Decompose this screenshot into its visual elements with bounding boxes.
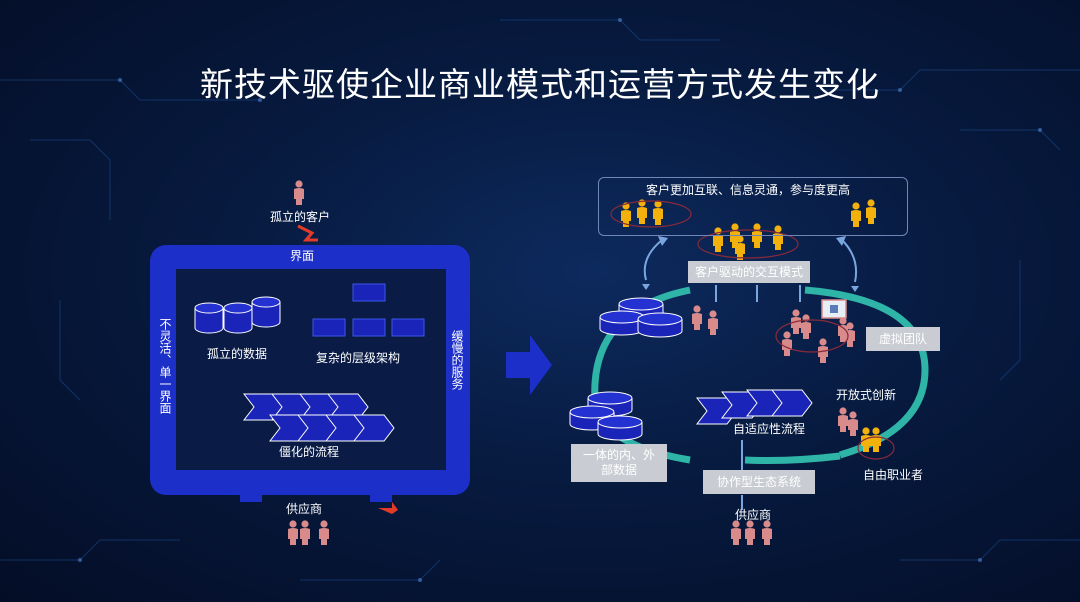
interface-label: 界面: [290, 247, 314, 264]
supplier-label-left: 供应商: [286, 500, 322, 517]
adaptive-process-label: 自适应性流程: [733, 420, 805, 437]
integrated-database-icons: [570, 298, 682, 440]
inflexible-interface-label: 不灵活、单一界面: [157, 318, 174, 414]
adaptive-process-chevrons-icon: [697, 390, 812, 424]
virtual-team-box: 虚拟团队: [866, 327, 940, 351]
supplier-label-right: 供应商: [735, 506, 771, 523]
open-innovation-label: 开放式创新: [836, 386, 896, 403]
rigid-process-label: 僵化的流程: [279, 443, 339, 460]
freelancer-label: 自由职业者: [863, 466, 923, 483]
connector-icon-bottom: [378, 502, 398, 514]
isolated-data-label: 孤立的数据: [207, 345, 267, 362]
isolated-customer-label: 孤立的客户: [270, 208, 330, 225]
connected-customers-label: 客户更加互联、信息灵通，参与度更高: [646, 181, 850, 198]
customer-person-icon: [294, 180, 304, 205]
supplier-right-person-icons: [731, 520, 772, 545]
hierarchy-label: 复杂的层级架构: [316, 349, 400, 366]
supplier-person-icons: [288, 520, 329, 545]
connector-icon: [298, 226, 318, 240]
slow-service-label: 缓慢的服务: [449, 330, 466, 390]
interaction-mode-box: 客户驱动的交互模式: [688, 261, 810, 283]
integrated-data-box: 一体的内、外部数据: [571, 444, 667, 482]
big-right-arrow-icon: [506, 335, 552, 395]
ecosystem-box: 协作型生态系统: [703, 470, 815, 494]
